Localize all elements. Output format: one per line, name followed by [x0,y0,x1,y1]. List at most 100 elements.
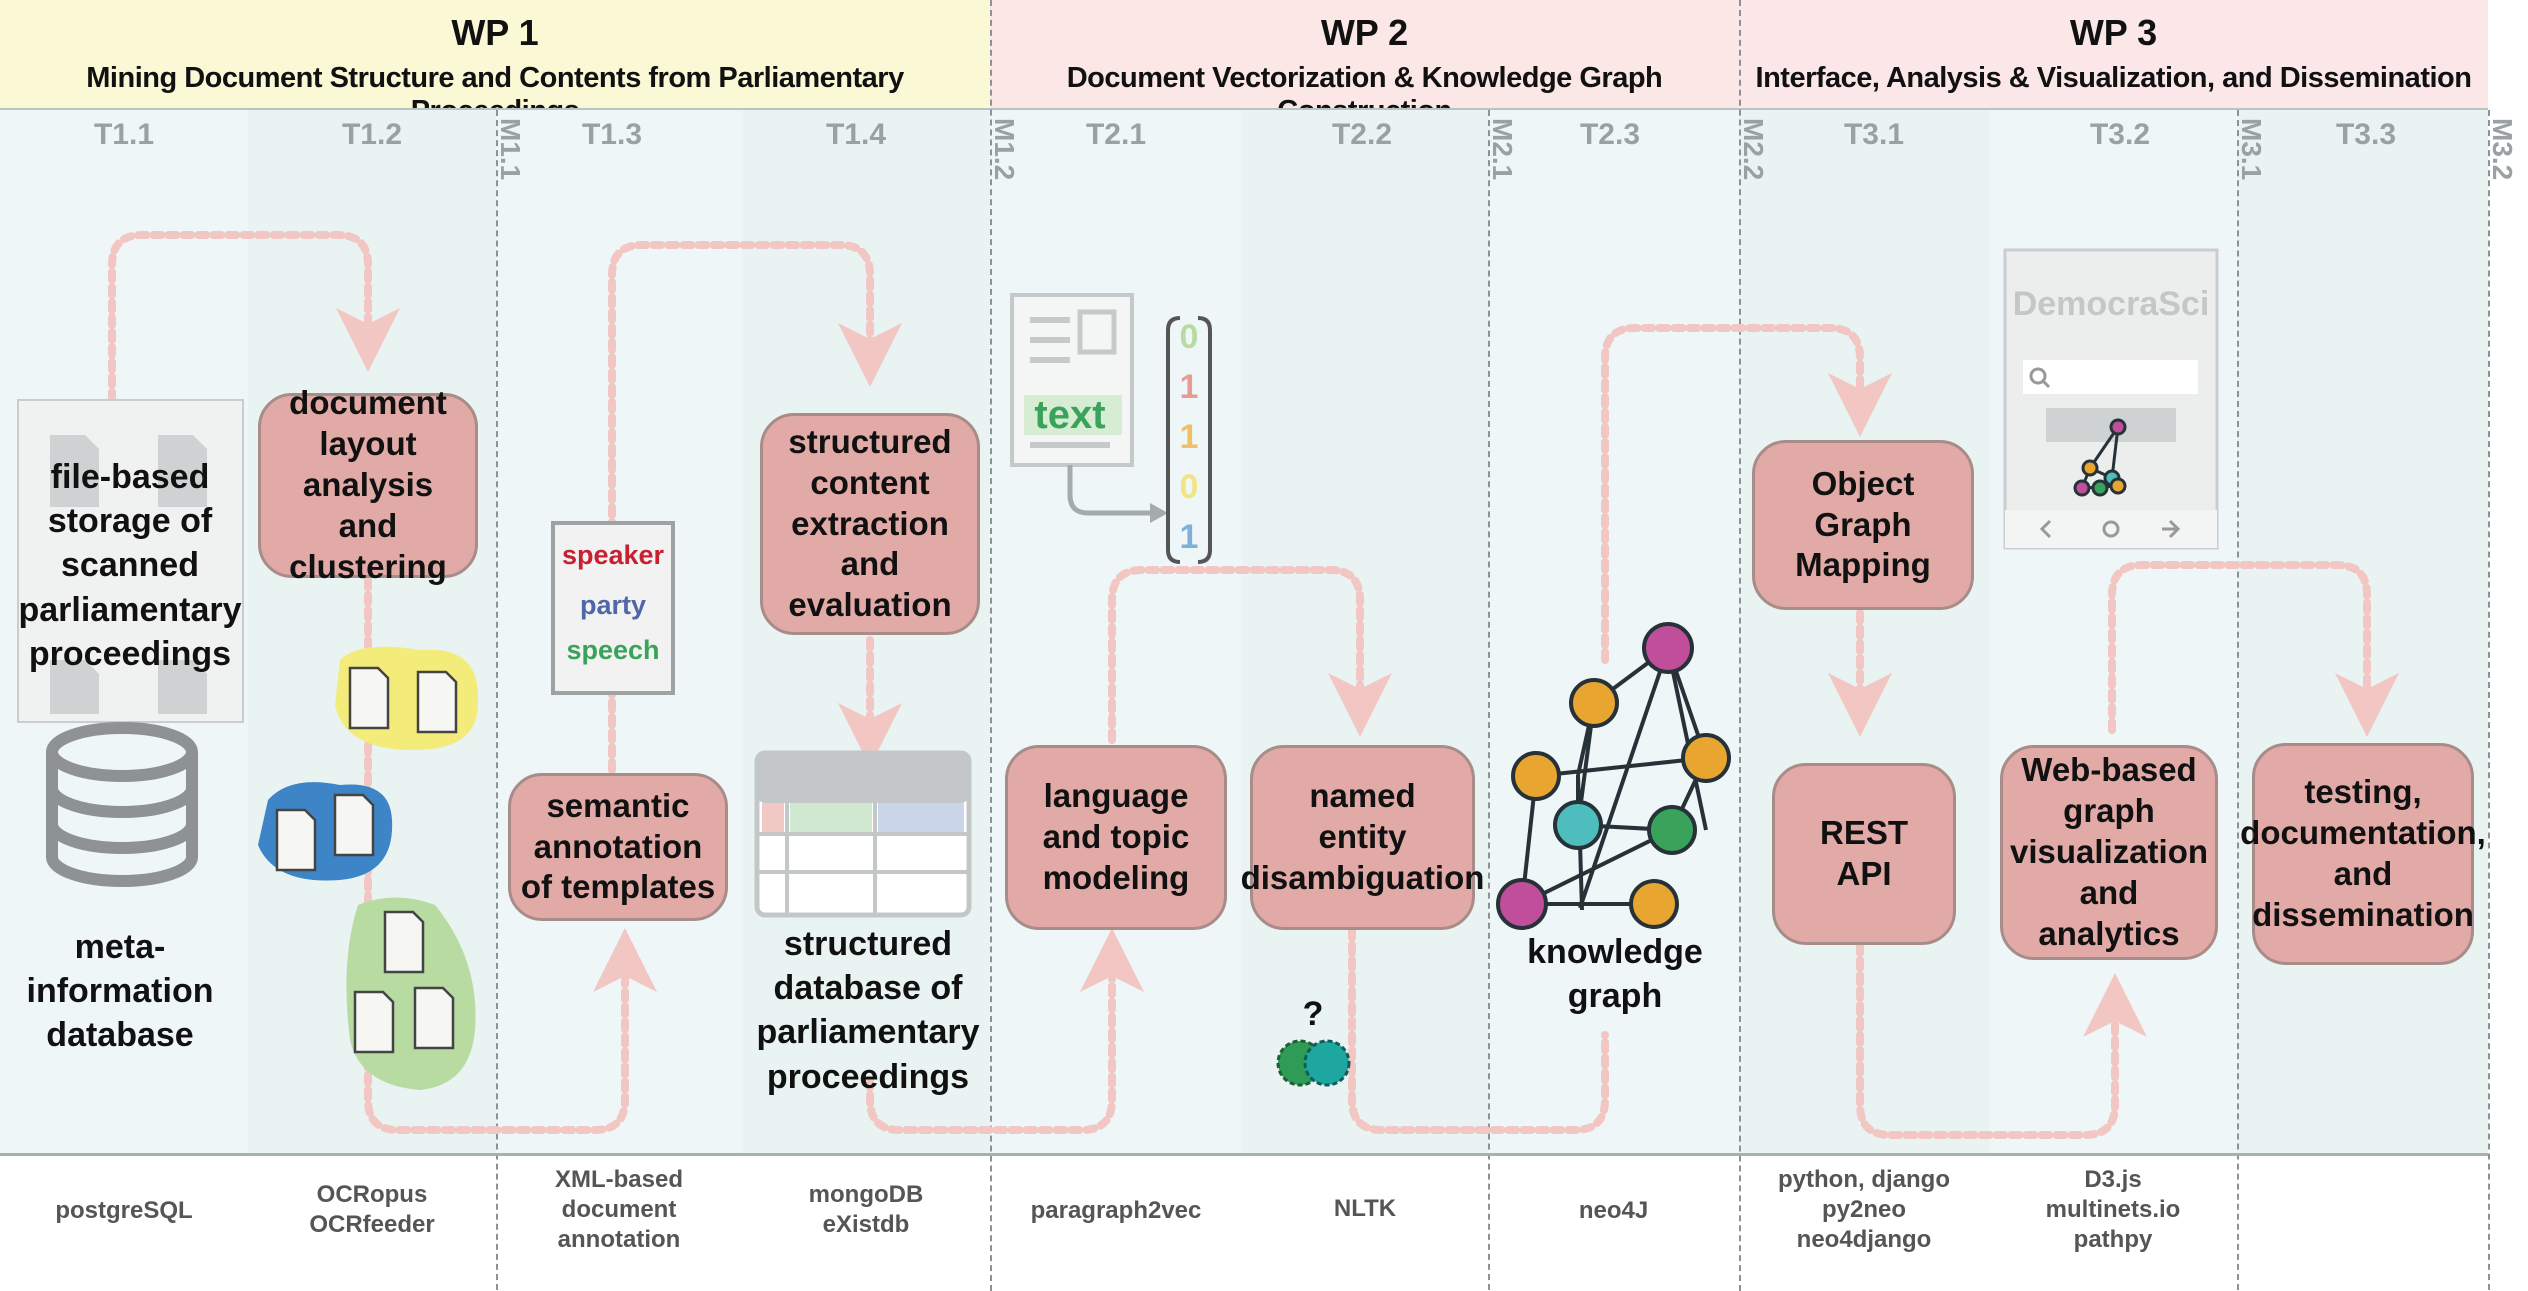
file-storage-label: file-based storage of scanned parliament… [18,458,242,673]
wp1-header: WP 1 Mining Document Structure and Conte… [0,0,990,127]
flow-arrow-graph-to-ogm [1601,324,1892,664]
task-label-t3-2: T3.2 [2089,118,2151,151]
tech-t2-3: neo4J [1578,1197,1649,1224]
column-t2-2 [1242,110,1488,1156]
document-icon [158,660,207,714]
search-icon [2029,367,2047,385]
milestone-label-m1-2: M1.2 [989,118,1020,181]
template-word-speech: speech [566,635,660,665]
milestone-label-m3-2: M3.2 [2487,118,2518,181]
milestone-label-m2-1: M2.1 [1487,118,1518,181]
milestone-label-m1-1: M1.1 [495,118,526,181]
home-icon [2102,520,2120,538]
tech-t2-2: NLTK [1333,1195,1397,1222]
vector-brackets [1166,316,1212,564]
task-label-t1-4: T1.4 [825,118,887,151]
milestone-line-m3-1 [2237,110,2239,1290]
tech-t1-2: OCRopus OCRfeeder [309,1181,435,1238]
vector-digit: 0 [1179,318,1199,356]
structured-database-label: structured database of parliamentary pro… [756,925,980,1096]
task-label-t2-2: T2.2 [1331,118,1393,151]
vector-digit: 1 [1179,518,1199,556]
knowledge-graph-icon [1496,622,1731,930]
vector-digit: 1 [1179,418,1199,456]
template-word-speaker: speaker [561,540,665,570]
meta-database-label: meta- information database [26,928,214,1055]
entity-teal-icon [1303,1039,1351,1087]
wp1-title: WP 1 [451,12,539,53]
app-title: DemocraSci [2012,285,2210,323]
task-label-t3-3: T3.3 [2335,118,2397,151]
node-object-graph-mapping: Object Graph Mapping [1752,440,1974,610]
task-label-t3-1: T3.1 [1843,118,1905,151]
document-icon [275,808,317,872]
wp3-header: WP 3 Interface, Analysis & Visualization… [1739,0,2488,110]
tech-t1-1: postgreSQL [55,1197,193,1224]
flow-arrow-vector-to-ned [1108,566,1392,744]
node-web-based-graph-visualization: Web-based graph visualization and analyt… [2000,745,2218,960]
vector-arrow [1067,465,1156,516]
knowledge-graph-label: knowledge graph [1527,933,1703,1016]
flow-arrow-database-to-language [866,928,1144,1134]
tech-t2-1: paragraph2vec [1030,1197,1202,1224]
node-rest-api: REST API [1772,763,1956,945]
database-icon [46,722,198,887]
flow-arrow-rest-to-webviz [1856,941,2147,1139]
node-named-entity-disambiguation: named entity disambiguation [1241,745,1484,930]
column-t2-3 [1488,110,1739,1156]
node-semantic-annotation: semantic annotation of templates [508,773,728,921]
document-icon [353,990,395,1054]
node-language-topic-modeling: language and topic modeling [1005,745,1227,930]
app-mockup [2003,248,2219,550]
document-icon [383,910,425,974]
text-document-word: text [1034,393,1106,437]
document-icon [348,666,390,730]
mini-graph-icon [2073,418,2127,497]
task-label-t1-1: T1.1 [93,118,155,151]
milestone-label-m3-1: M3.1 [2236,118,2267,181]
template-document [551,521,675,695]
back-icon [2039,519,2052,539]
forward-icon [2162,519,2181,539]
node-structured-content-extraction: structured content extraction and evalua… [760,413,980,635]
tech-t1-3: XML-based document annotation [554,1166,683,1253]
flow-arrow-ned-to-graph [1348,926,1609,1134]
task-label-t2-1: T2.1 [1085,118,1147,151]
document-icon [158,435,207,507]
milestone-label-m2-2: M2.2 [1738,118,1769,181]
flow-arrow-semantic-to-extraction [608,241,902,774]
flow-arrow-layout-to-semantic [364,576,657,1134]
milestone-line-m2-2 [1739,0,1741,1291]
node-testing-documentation: testing, documentation, and disseminatio… [2240,743,2486,965]
vector-digit: 1 [1179,368,1199,406]
task-label-t2-3: T2.3 [1579,118,1641,151]
document-icon [50,660,99,714]
wp2-title: WP 2 [1320,12,1409,53]
flow-arrow-storage-to-layout [108,231,400,404]
app-search-box [2023,360,2198,394]
right-strip [2488,0,2528,1291]
structured-table-icon [754,750,972,918]
tech-t3-2: D3.js multinets.io pathpy [2045,1166,2181,1253]
document-icon [50,435,99,507]
task-label-t1-2: T1.2 [341,118,403,151]
milestone-line-m1-2 [990,0,992,1291]
header-divider [0,108,2488,111]
document-icon [413,986,455,1050]
text-highlight [1024,395,1122,435]
vector-digit: 0 [1179,468,1199,506]
template-word-party: party [579,590,647,620]
tech-t3-1: python, django py2neo neo4django [1778,1166,1950,1253]
milestone-line-m1-1 [496,110,498,1290]
document-icon [416,670,458,734]
task-label-t1-3: T1.3 [581,118,643,151]
milestone-line-m3-2 [2488,110,2490,1290]
footer-divider [0,1153,2488,1156]
wp3-subtitle: Interface, Analysis & Visualization, and… [1755,62,2472,94]
tech-t1-4: mongoDB eXistdb [808,1181,924,1238]
column-t3-3 [2237,110,2488,1156]
question-mark: ? [1302,995,1324,1033]
milestone-line-m2-1 [1488,110,1490,1290]
wp3-title: WP 3 [2069,12,2158,53]
